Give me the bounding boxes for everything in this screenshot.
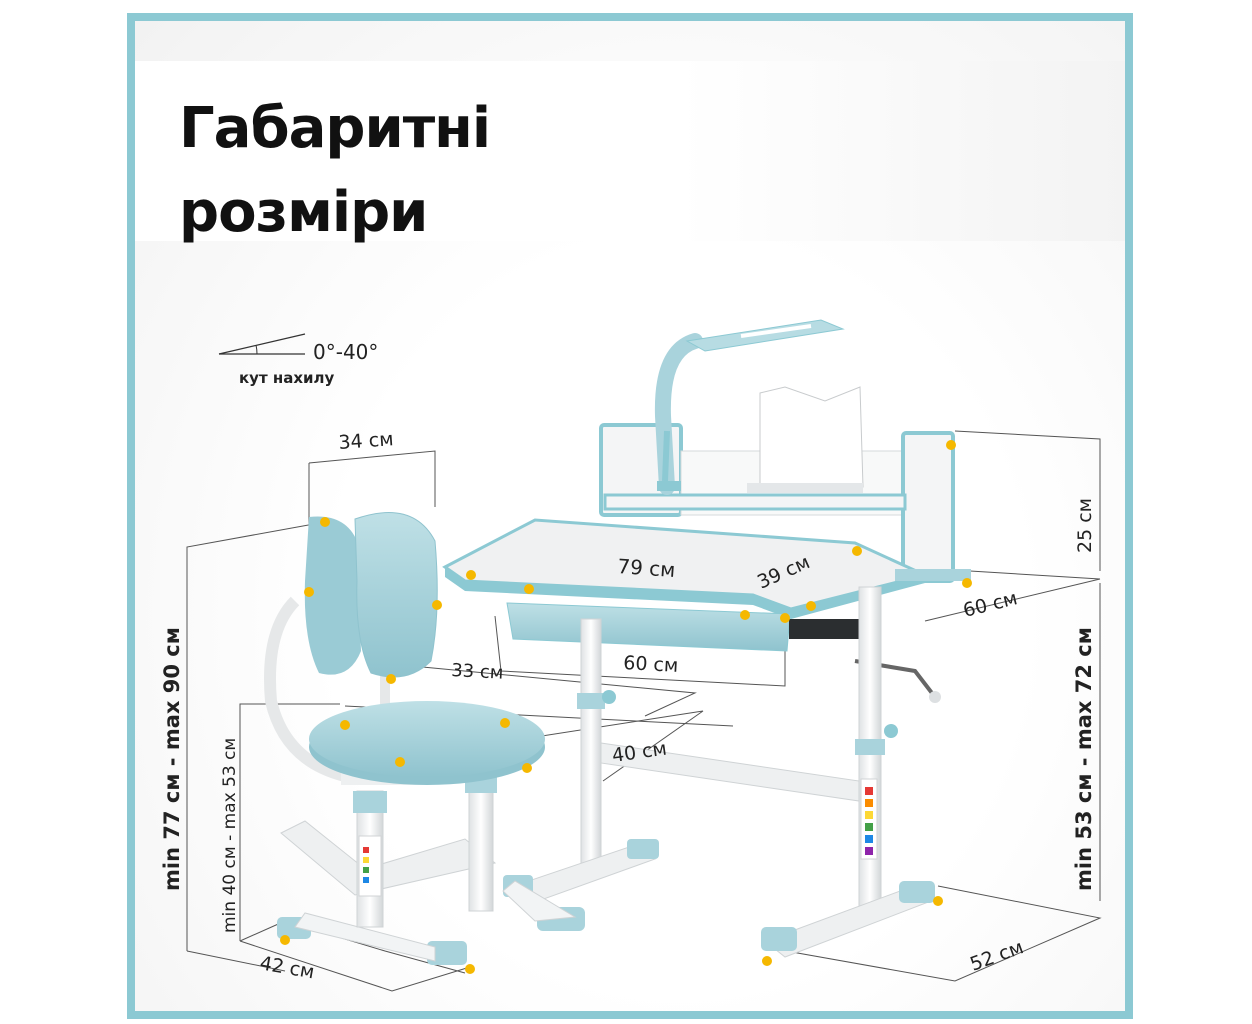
label-desk-base-width: 52 см: [967, 936, 1026, 975]
tilt-indicator: 0°-40° кут нахилу: [218, 333, 378, 387]
label-desk-height: min 53 см - max 72 см: [1072, 627, 1096, 891]
label-chair-back-width: 34 см: [338, 428, 394, 454]
measurement-markers: [280, 440, 972, 974]
image-frame: Габаритні розміри 0°-40° кут нахилу: [127, 13, 1133, 1019]
label-seat-height: min 40 см - max 53 см: [220, 738, 240, 933]
title-band: [135, 61, 1125, 241]
tilt-caption: кут нахилу: [239, 369, 335, 387]
product-illustration: 0°-40° кут нахилу: [160, 319, 1102, 992]
label-chair-base-width: 42 см: [258, 952, 316, 983]
desk: [442, 319, 971, 958]
label-seat-depth: 33 см: [451, 660, 504, 684]
tilt-angle-label: 0°-40°: [313, 340, 378, 364]
title-line-1: Габаритні: [179, 96, 491, 161]
page-title: Габаритні розміри: [179, 87, 491, 255]
label-desk-width: 79 см: [617, 554, 676, 582]
title-line-2: розміри: [179, 180, 428, 245]
label-drawer-width: 60 см: [623, 652, 679, 677]
chair: [264, 512, 585, 965]
label-chair-height: min 77 см - max 90 см: [160, 627, 184, 891]
label-shelf-height: 25 см: [1074, 498, 1096, 553]
label-desk-depth: 60 см: [961, 587, 1020, 622]
